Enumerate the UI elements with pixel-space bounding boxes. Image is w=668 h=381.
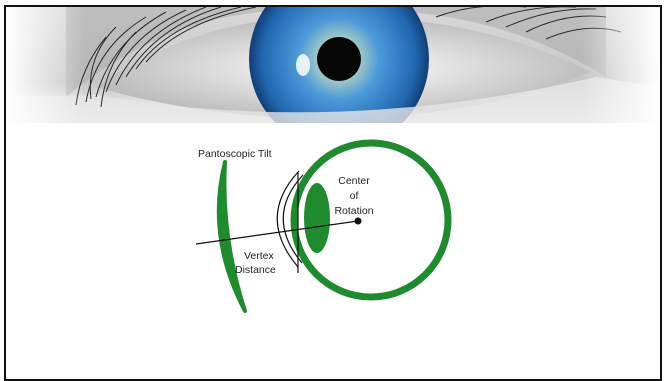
crystalline-lens bbox=[304, 183, 330, 253]
center-of-rotation-label-line3: Rotation bbox=[334, 205, 373, 217]
center-of-rotation-point bbox=[355, 218, 362, 225]
vertex-distance-label-line2: Distance bbox=[235, 264, 276, 276]
vertex-distance-diagram: Pantoscopic Tilt Center of Rotation Vert… bbox=[6, 7, 660, 381]
pantoscopic-tilt-label: Pantoscopic Tilt bbox=[198, 148, 272, 160]
vertex-distance-label-line1: Vertex bbox=[244, 250, 275, 262]
center-of-rotation-label-line1: Center bbox=[338, 175, 370, 187]
center-of-rotation-label-line2: of bbox=[350, 190, 359, 202]
spectacle-lens bbox=[219, 162, 245, 311]
slide-frame: Pantoscopic Tilt Center of Rotation Vert… bbox=[4, 5, 662, 381]
